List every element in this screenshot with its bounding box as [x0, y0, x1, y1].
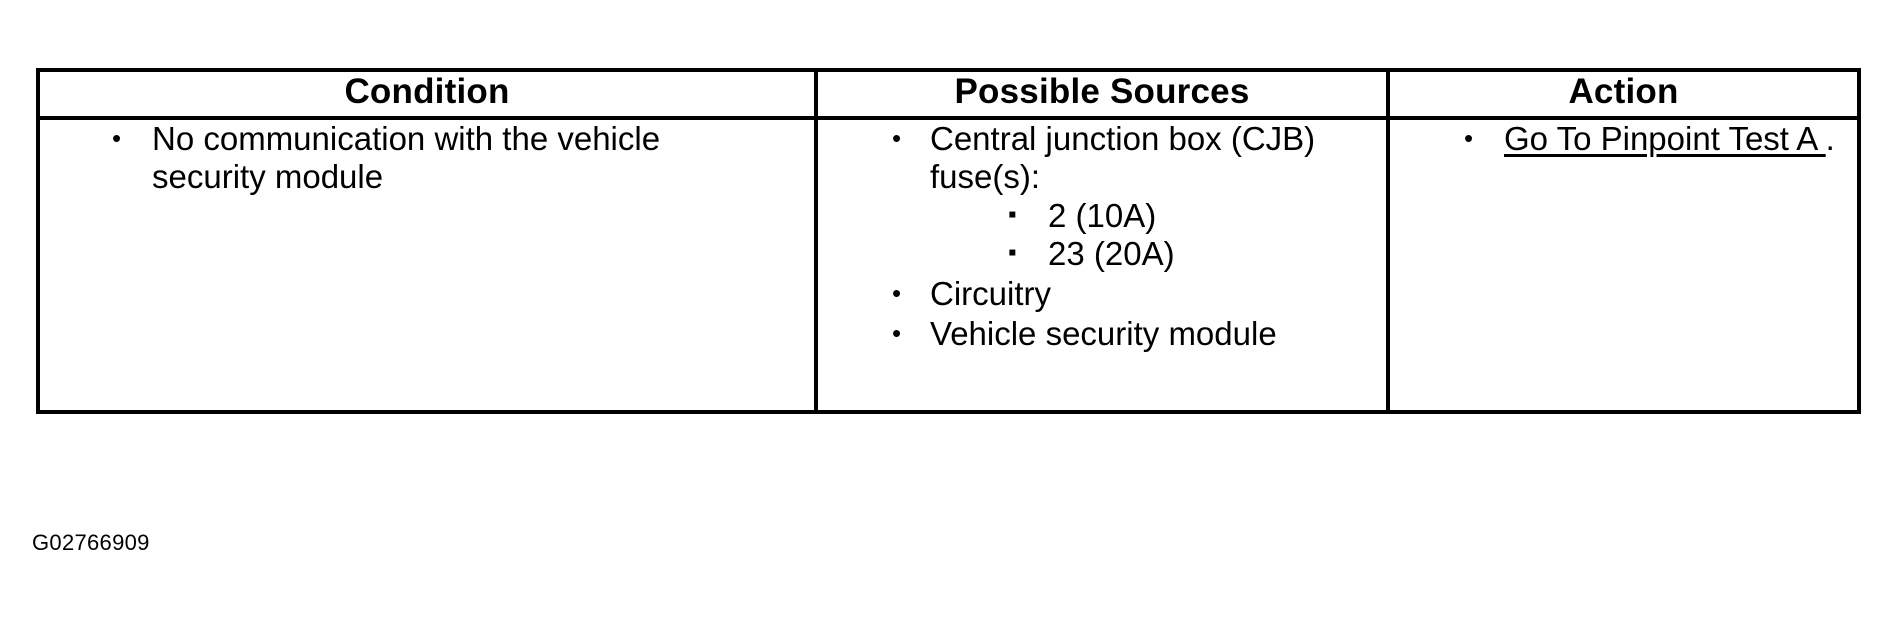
table-body: No communication with the vehicle securi…: [36, 116, 1861, 414]
list-item: 23 (20A): [930, 235, 1330, 274]
condition-list: No communication with the vehicle securi…: [40, 120, 814, 197]
figure-caption: G02766909: [32, 530, 150, 555]
pinpoint-test-a-link[interactable]: Go To Pinpoint Test A: [1504, 120, 1826, 157]
action-list: Go To Pinpoint Test A .: [1390, 120, 1857, 158]
table-header-row: Condition Possible Sources Action: [36, 68, 1861, 120]
cell-action: Go To Pinpoint Test A .: [1386, 116, 1861, 414]
cell-condition: No communication with the vehicle securi…: [36, 116, 818, 414]
list-item: 2 (10A): [930, 197, 1330, 236]
list-item-label: Central junction box (CJB) fuse(s):: [930, 120, 1316, 196]
list-item: Go To Pinpoint Test A .: [1390, 120, 1844, 158]
column-header-possible-sources: Possible Sources: [814, 68, 1390, 120]
column-header-condition: Condition: [36, 68, 818, 120]
action-trailing-period: .: [1825, 120, 1835, 157]
list-item: No communication with the vehicle securi…: [40, 120, 712, 197]
list-item: Circuitry: [818, 275, 1330, 313]
table-header: Condition Possible Sources Action: [36, 68, 1861, 120]
list-item: Vehicle security module: [818, 315, 1330, 353]
cell-possible-sources: Central junction box (CJB) fuse(s): 2 (1…: [814, 116, 1390, 414]
fuse-sub-list: 2 (10A) 23 (20A): [930, 197, 1330, 275]
table-row: No communication with the vehicle securi…: [36, 116, 1861, 414]
possible-sources-list: Central junction box (CJB) fuse(s): 2 (1…: [818, 120, 1386, 353]
column-header-action: Action: [1386, 68, 1861, 120]
list-item: Central junction box (CJB) fuse(s): 2 (1…: [818, 120, 1330, 274]
diagnostic-table: Condition Possible Sources Action No com…: [36, 68, 1861, 414]
